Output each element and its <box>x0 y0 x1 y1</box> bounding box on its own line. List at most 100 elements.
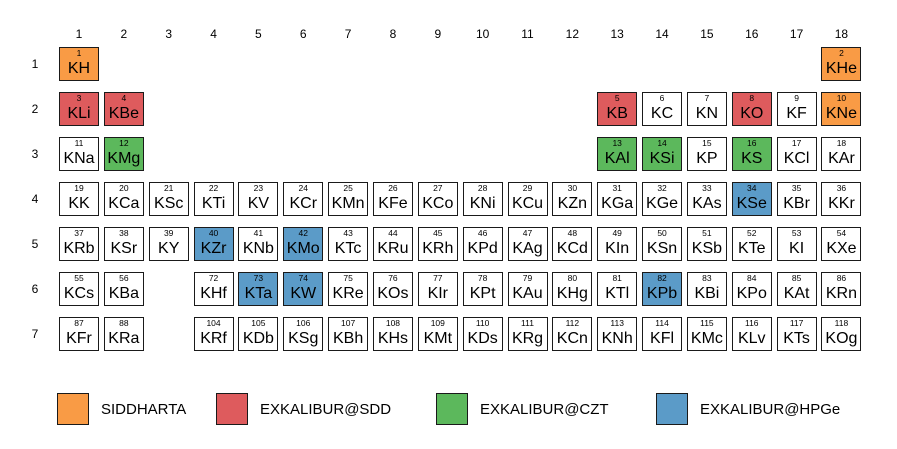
atomic-number: 17 <box>791 138 802 148</box>
atomic-number: 110 <box>475 318 490 328</box>
element-symbol: KCn <box>556 330 588 347</box>
atomic-number: 87 <box>74 318 84 328</box>
period-label: 5 <box>31 237 39 251</box>
element-symbol: KMt <box>423 330 453 347</box>
element-symbol: KGa <box>601 195 634 212</box>
atomic-number: 29 <box>522 183 533 193</box>
atomic-number: 111 <box>521 318 534 328</box>
atomic-number: 52 <box>747 228 757 238</box>
atomic-number: 53 <box>791 228 802 238</box>
atomic-number: 16 <box>747 138 757 148</box>
group-label: 9 <box>434 27 442 41</box>
element-symbol: KY <box>158 240 180 257</box>
element-symbol: KRu <box>377 240 409 257</box>
element-symbol: KCo <box>422 195 454 212</box>
group-label: 12 <box>565 27 580 41</box>
element-symbol: KCl <box>783 150 810 167</box>
element-symbol: KDs <box>467 330 498 347</box>
element-symbol: KF <box>786 105 807 122</box>
element-symbol: KSn <box>646 240 678 257</box>
element-symbol: KRa <box>108 330 140 347</box>
element-symbol: KH <box>67 60 91 77</box>
group-label: 3 <box>165 27 173 41</box>
element-symbol: KNe <box>825 105 857 122</box>
element-symbol: KPt <box>469 285 496 302</box>
atomic-number: 45 <box>433 228 443 238</box>
atomic-number: 50 <box>657 228 667 238</box>
atomic-number: 8 <box>749 93 755 103</box>
element-symbol: KPo <box>736 285 767 302</box>
atomic-number: 23 <box>253 183 264 193</box>
group-label: 11 <box>521 27 534 41</box>
atomic-number: 105 <box>251 318 266 328</box>
atomic-number: 56 <box>119 273 129 283</box>
atomic-number: 48 <box>567 228 578 238</box>
legend-label: SIDDHARTA <box>101 401 187 418</box>
atomic-number: 38 <box>119 228 129 238</box>
element-symbol: KNi <box>469 195 496 212</box>
element-symbol: KIn <box>605 240 630 257</box>
legend-label: EXKALIBUR@CZT <box>480 401 609 418</box>
element-symbol: KHf <box>200 285 227 302</box>
group-label: 5 <box>255 27 262 41</box>
element-symbol: KRn <box>825 285 857 302</box>
group-label: 17 <box>789 27 804 41</box>
atomic-number: 26 <box>388 183 398 193</box>
element-symbol: KAr <box>828 150 855 167</box>
period-label: 7 <box>31 327 39 341</box>
atomic-number: 115 <box>700 318 714 328</box>
element-symbol: KGe <box>646 195 679 212</box>
atomic-number: 3 <box>76 93 82 103</box>
element-symbol: KFr <box>66 330 92 347</box>
element-symbol: KBr <box>783 195 810 212</box>
atomic-number: 84 <box>747 273 757 283</box>
atomic-number: 114 <box>655 318 669 328</box>
atomic-number: 40 <box>208 228 219 238</box>
element-symbol: KCr <box>289 195 318 212</box>
atomic-number: 7 <box>704 93 710 103</box>
group-label: 16 <box>745 27 759 41</box>
atomic-number: 6 <box>659 93 665 103</box>
element-symbol: KRg <box>511 330 544 347</box>
element-symbol: KW <box>290 285 317 302</box>
atomic-number: 37 <box>74 228 84 238</box>
element-symbol: KOs <box>377 285 409 302</box>
element-symbol: KZn <box>557 195 588 212</box>
atomic-number: 4 <box>121 93 127 103</box>
element-symbol: KC <box>650 105 674 122</box>
atomic-number: 20 <box>119 183 129 193</box>
element-symbol: KZr <box>200 240 227 257</box>
